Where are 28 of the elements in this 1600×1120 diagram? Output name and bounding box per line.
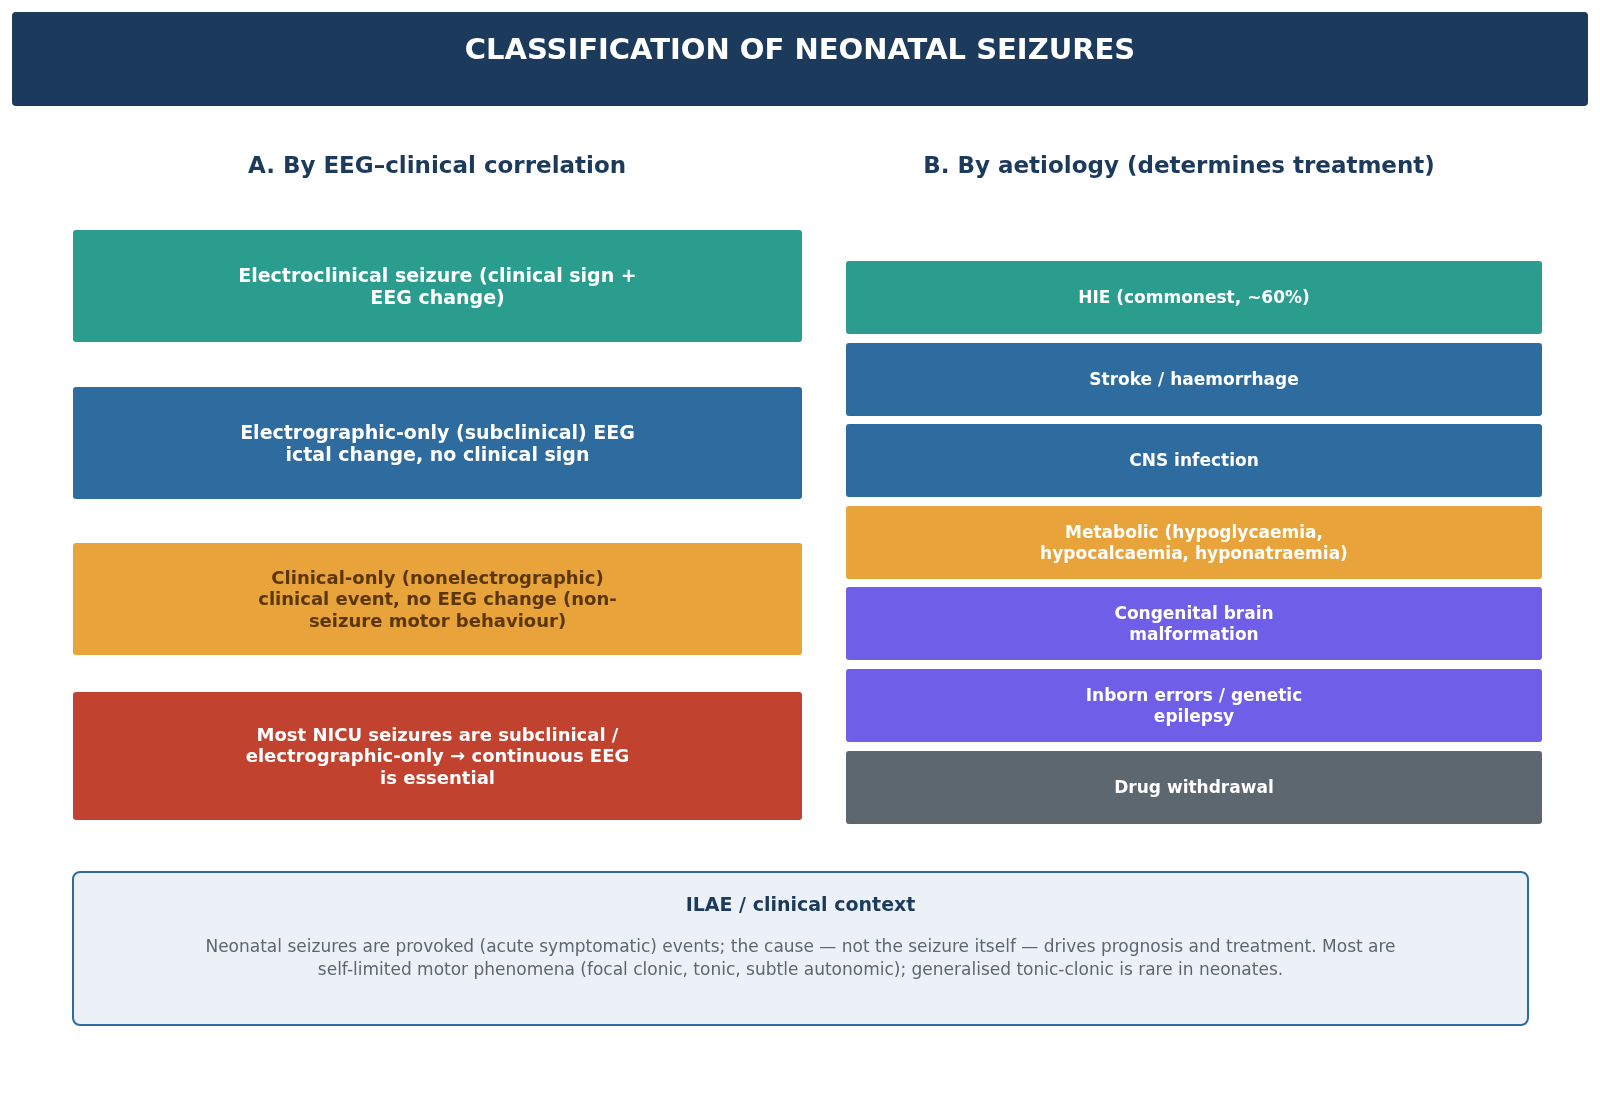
column-heading: A. By EEG–clinical correlation — [246, 152, 628, 178]
category-box — [846, 424, 1542, 497]
category-box — [73, 543, 802, 655]
box-label: Electroclinical seizure (clinical sign + EEG change) — [237, 263, 638, 309]
box-label: Stroke / haemorrhage — [1089, 369, 1299, 390]
column-heading: B. By aetiology (determines treatment) — [922, 152, 1436, 178]
box-label: CNS infection — [1129, 450, 1259, 471]
note-heading: ILAE / clinical context — [685, 893, 916, 916]
category-box — [846, 261, 1542, 334]
box-label: Electrographic-only (subclinical) EEG ictal change, no clinical sign — [239, 420, 636, 466]
category-box — [846, 343, 1542, 416]
box-label: Drug withdrawal — [1114, 777, 1274, 798]
box-label: Most NICU seizures are subclinical / electrographic-only → continuous EEG is essential — [244, 724, 631, 788]
title-text: CLASSIFICATION OF NEONATAL SEIZURES — [464, 32, 1136, 66]
box-label: Congenital brain malformation — [1113, 603, 1275, 644]
category-box — [846, 669, 1542, 742]
box-label: Inborn errors / genetic epilepsy — [1084, 685, 1304, 726]
box-label: Clinical-only (nonelectrographic) clinical event, no EEG change (non-seizure motor behaviour) — [257, 567, 618, 631]
box-label: Metabolic (hypoglycaemia, hypocalcaemia, hyponatraemia) — [1039, 522, 1349, 563]
note-text: Neonatal seizures are provoked (acute symptomatic) events; the cause — not the seizure itself — drives prognosis and treatment. Most are self-limited motor phenomena (focal clonic, tonic, subtle autonomic); generalised tonic-clonic is rare in neonates. — [204, 935, 1397, 980]
category-box — [73, 387, 802, 499]
category-box — [846, 506, 1542, 579]
box-label: HIE (commonest, ~60%) — [1078, 287, 1310, 308]
category-box — [846, 587, 1542, 660]
category-box — [73, 692, 802, 820]
category-box — [846, 751, 1542, 824]
note-panel — [72, 871, 1529, 1026]
category-box — [73, 230, 802, 342]
